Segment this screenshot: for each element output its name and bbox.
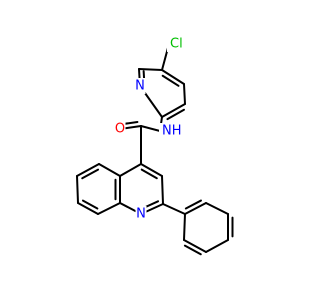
- bond-c3-c2: [161, 103, 186, 118]
- bond-q3-q2: [161, 175, 164, 205]
- bond-q7-q8-double: [81, 199, 99, 210]
- bond-q2-p1: [162, 203, 186, 215]
- bond-q4-q3: [140, 163, 163, 177]
- bond-lines: [76, 43, 234, 256]
- bond-nh-cAm: [140, 125, 161, 132]
- atom-n-quinoline: N: [135, 206, 147, 222]
- bond-q4a-q5: [98, 163, 121, 177]
- bond-p1-p2-double: [184, 199, 202, 210]
- atom-label-cl: Cl: [170, 37, 183, 52]
- atom-cl: Cl: [167, 36, 187, 52]
- molecule-structure-diagram: ClN NH O N: [76, 36, 234, 256]
- atom-nh-amide: NH: [159, 123, 182, 139]
- bond-p5-p6-double: [183, 244, 202, 256]
- bond-p5-p6: [183, 239, 207, 253]
- atom-label-nh-amide: NH: [162, 124, 182, 139]
- bond-q5-q6: [76, 163, 100, 177]
- bond-c5-c4: [161, 69, 185, 85]
- bond-c4-c3: [183, 83, 186, 105]
- atom-label-background: [135, 206, 147, 222]
- bond-q4a-q4: [119, 163, 142, 177]
- bond-p4-p5: [205, 239, 229, 253]
- atom-o-carbonyl: O: [114, 121, 126, 137]
- bond-c3-c2-double: [166, 108, 185, 121]
- bond-c5-c4-double: [161, 74, 180, 87]
- atom-label-n-quinoline: N: [136, 207, 146, 222]
- atom-labels: ClN NH O N: [114, 36, 187, 222]
- bond-q7-q8: [77, 202, 99, 215]
- bond-p1-p2: [184, 202, 207, 215]
- bond-q5-q6-double: [81, 168, 100, 180]
- atom-label-n-pyridine: N: [135, 79, 145, 94]
- bond-q4-q3-double: [140, 168, 158, 180]
- atom-label-background: [114, 121, 126, 137]
- bond-p2-p3: [205, 202, 229, 215]
- bond-q8-q8a: [97, 202, 121, 215]
- bond-q6-q7: [76, 175, 79, 204]
- bond-p6-p1: [183, 213, 186, 241]
- atom-label-background: [159, 123, 179, 139]
- atom-label-background: [134, 78, 146, 94]
- bond-c6-c5: [138, 68, 163, 71]
- atom-label-o-carbonyl: O: [115, 122, 125, 137]
- atom-label-background: [167, 36, 187, 52]
- atom-n-pyridine: N: [134, 78, 146, 94]
